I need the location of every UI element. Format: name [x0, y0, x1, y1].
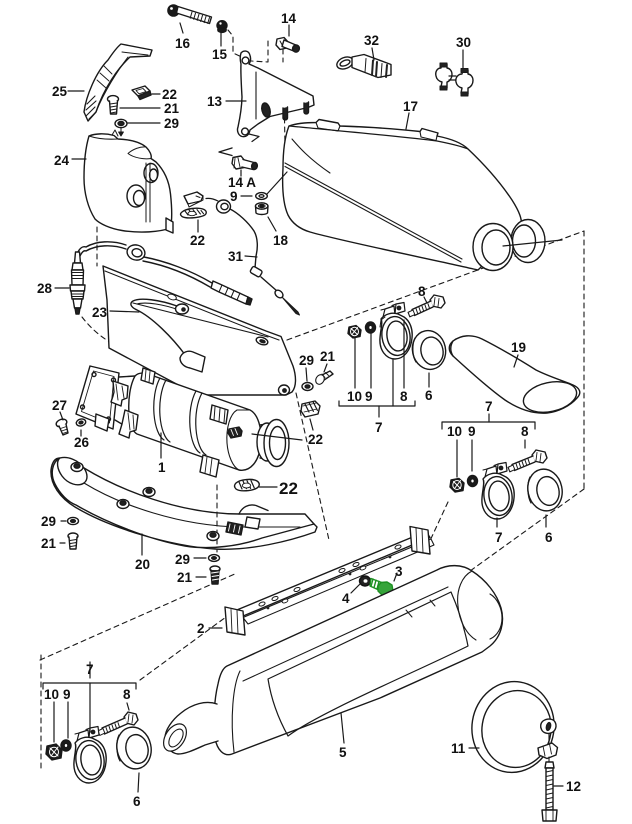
svg-text:13: 13 — [207, 94, 223, 109]
svg-text:22: 22 — [279, 479, 298, 498]
svg-text:11: 11 — [451, 741, 466, 756]
svg-text:9: 9 — [365, 389, 373, 404]
svg-text:9: 9 — [468, 424, 476, 439]
svg-text:27: 27 — [52, 398, 67, 413]
svg-text:9: 9 — [63, 687, 71, 702]
svg-text:7: 7 — [86, 662, 94, 677]
svg-text:7: 7 — [495, 530, 503, 545]
svg-text:8: 8 — [418, 284, 426, 299]
svg-text:32: 32 — [364, 33, 379, 48]
svg-text:5: 5 — [339, 745, 347, 760]
svg-text:2: 2 — [197, 621, 205, 636]
svg-text:24: 24 — [54, 153, 70, 168]
svg-text:18: 18 — [273, 233, 289, 248]
svg-text:21: 21 — [164, 101, 180, 116]
svg-text:20: 20 — [135, 557, 150, 572]
svg-text:29: 29 — [41, 514, 56, 529]
svg-text:6: 6 — [425, 388, 433, 403]
svg-text:22: 22 — [190, 233, 205, 248]
svg-text:15: 15 — [212, 47, 228, 62]
svg-text:28: 28 — [37, 281, 53, 296]
svg-text:8: 8 — [521, 424, 529, 439]
svg-text:19: 19 — [511, 340, 526, 355]
svg-text:12: 12 — [566, 779, 581, 794]
svg-text:29: 29 — [175, 552, 190, 567]
svg-text:31: 31 — [228, 249, 244, 264]
svg-text:21: 21 — [320, 349, 336, 364]
svg-text:7: 7 — [485, 399, 493, 414]
svg-text:22: 22 — [162, 87, 177, 102]
svg-text:10: 10 — [447, 424, 462, 439]
svg-text:14: 14 — [281, 11, 297, 26]
svg-text:17: 17 — [403, 99, 418, 114]
svg-text:10: 10 — [347, 389, 362, 404]
svg-text:9: 9 — [230, 189, 238, 204]
svg-text:26: 26 — [74, 435, 90, 450]
svg-text:25: 25 — [52, 84, 68, 99]
svg-text:30: 30 — [456, 35, 471, 50]
svg-text:29: 29 — [299, 353, 314, 368]
svg-text:10: 10 — [44, 687, 59, 702]
svg-text:3: 3 — [395, 564, 403, 579]
svg-text:22: 22 — [308, 432, 323, 447]
svg-text:21: 21 — [177, 570, 193, 585]
svg-text:7: 7 — [375, 420, 383, 435]
svg-text:23: 23 — [92, 305, 108, 320]
svg-text:6: 6 — [545, 530, 553, 545]
svg-text:6: 6 — [133, 794, 141, 809]
svg-text:4: 4 — [342, 591, 350, 606]
svg-text:16: 16 — [175, 36, 191, 51]
svg-text:8: 8 — [400, 389, 408, 404]
svg-text:1: 1 — [158, 460, 166, 475]
svg-text:29: 29 — [164, 116, 179, 131]
svg-text:14 A: 14 A — [228, 175, 256, 190]
svg-text:21: 21 — [41, 536, 57, 551]
svg-text:8: 8 — [123, 687, 131, 702]
